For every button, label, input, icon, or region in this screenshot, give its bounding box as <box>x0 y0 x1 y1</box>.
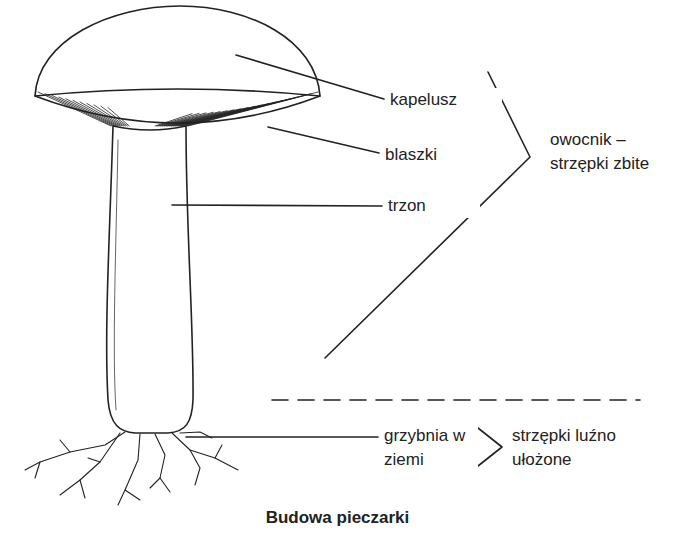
gill-line <box>188 92 318 126</box>
gill-line <box>73 100 120 126</box>
stem-outline <box>107 126 193 433</box>
cap-rim <box>35 89 320 96</box>
cap-outline <box>35 6 320 123</box>
gill-line <box>166 110 234 126</box>
gills <box>38 92 318 126</box>
stem-shade <box>114 140 118 410</box>
bracket <box>325 72 530 358</box>
bracket <box>478 428 502 466</box>
leader-line <box>268 127 379 153</box>
group-label: strzępki luźno ułożone <box>510 424 639 472</box>
mycelium <box>25 432 238 505</box>
caption: Budowa pieczarki <box>200 508 475 528</box>
gill-line <box>52 95 115 126</box>
gill-line <box>87 103 124 126</box>
gill-line <box>101 106 127 126</box>
leader-line <box>236 55 384 99</box>
part-label: grzybnia w ziemi <box>382 424 478 472</box>
gill-line <box>45 94 113 126</box>
gill-line <box>168 109 241 126</box>
divider-line <box>272 399 640 401</box>
gill-line <box>108 108 129 126</box>
leader-line <box>172 205 382 206</box>
part-label: blaszki <box>383 143 497 167</box>
group-label: owocnik – strzępki zbite <box>548 128 675 176</box>
gill-line <box>66 99 118 126</box>
part-label: kapelusz <box>388 88 502 112</box>
part-label: trzon <box>386 194 480 218</box>
leader-line <box>186 436 378 438</box>
gill-line <box>94 105 126 126</box>
